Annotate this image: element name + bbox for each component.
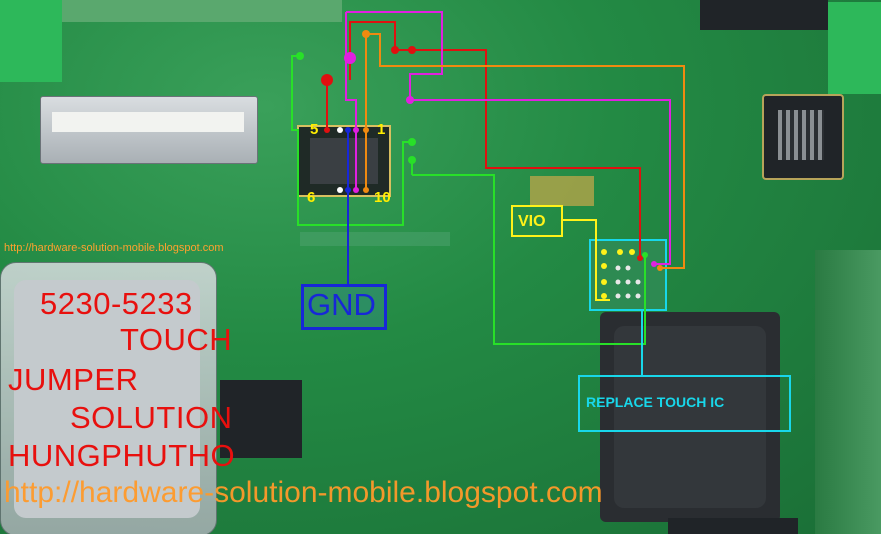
touch-connector-body [310, 138, 378, 184]
green-jumper-2 [412, 174, 646, 345]
title-line-touch: TOUCH [120, 322, 233, 357]
pin-10-label: 10 [374, 189, 391, 206]
pin-5-label: 5 [310, 121, 319, 138]
top-edge-strip [62, 0, 342, 22]
pin-1-label: 1 [377, 121, 386, 138]
title-line-author: HUNGPHUTHO [8, 438, 236, 473]
red-jumper-2 [349, 21, 641, 258]
gnd-highlight-box [301, 284, 387, 330]
small-chip-center [220, 380, 302, 458]
top-right-dark-region [700, 0, 828, 30]
magenta-jumper [346, 11, 671, 265]
url-watermark-large: http://hardware-solution-mobile.blogspot… [4, 476, 603, 509]
title-line-solution: SOLUTION [70, 400, 233, 435]
title-line-jumper: JUMPER [8, 362, 139, 397]
vio-highlight-box [511, 205, 563, 237]
left-flex-connector-slot [52, 112, 244, 132]
bga-chip-inner [614, 326, 766, 508]
right-edge-shield [815, 250, 881, 534]
top-right-green-pad [828, 2, 881, 94]
title-line-model: 5230-5233 [40, 286, 193, 321]
replace-ic-box [578, 375, 791, 432]
url-watermark-small: http://hardware-solution-mobile.blogspot… [4, 242, 224, 254]
gnd-label: GND [307, 287, 376, 322]
pin-6-label: 6 [307, 189, 316, 206]
replace-touch-ic-label: REPLACE TOUCH IC [586, 394, 725, 410]
yellow-vio-line [563, 219, 597, 240]
orange-jumper [366, 33, 685, 269]
top-left-green-pad [0, 0, 62, 82]
solder-pads [296, 30, 663, 299]
bottom-right-component [668, 518, 798, 534]
right-connector-inner [778, 110, 824, 160]
top-grey-area [300, 232, 450, 246]
small-gold-pad [530, 176, 594, 206]
left-shield-inner [14, 280, 200, 518]
yellow-ic-outline [595, 240, 610, 301]
green-jumper [291, 55, 412, 226]
vio-label: VIO [518, 213, 546, 230]
